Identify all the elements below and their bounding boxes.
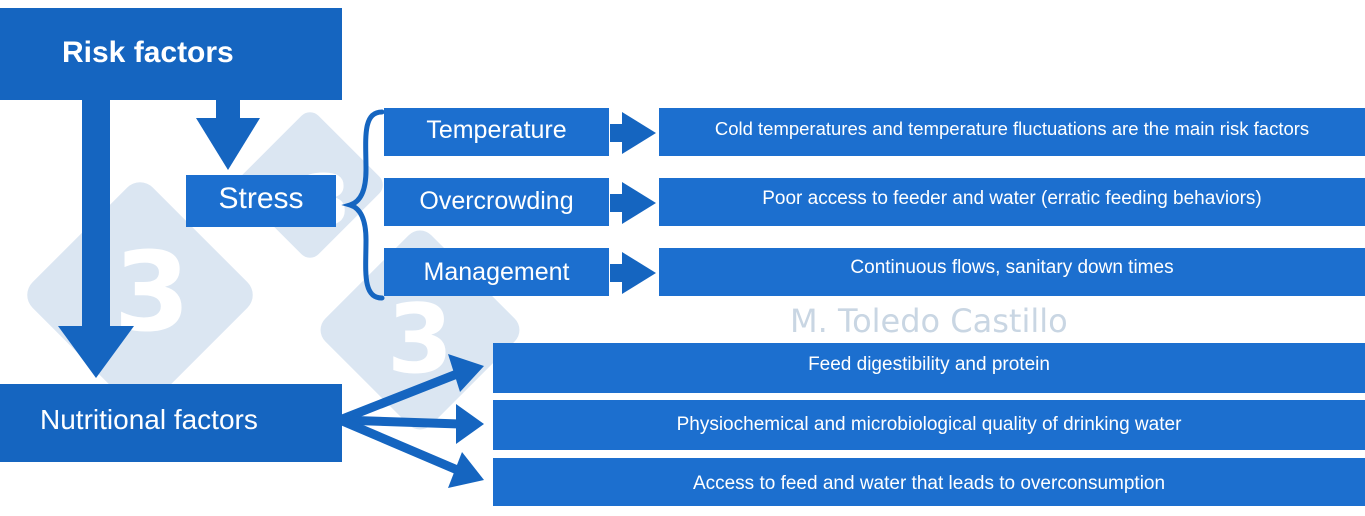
- arrow-temperature: [610, 112, 656, 154]
- arrow-risk-to-nutritional: [58, 98, 134, 378]
- stress-detail-overcrowding: Poor access to feeder and water (erratic…: [659, 178, 1365, 226]
- stress-factor-management: Management: [384, 248, 609, 296]
- stress-brace: [341, 109, 385, 301]
- stress-factor-overcrowding: Overcrowding: [384, 178, 609, 226]
- risk-factors-box: Risk factors: [0, 8, 342, 100]
- arrows-nutritional-fan: [338, 354, 484, 488]
- nutritional-factors-box: Nutritional factors: [0, 384, 342, 462]
- watermark-author: M. Toledo Castillo: [790, 302, 1068, 340]
- arrow-overcrowding: [610, 182, 656, 224]
- nutritional-detail-text: Physiochemical and microbiological quali…: [676, 414, 1182, 435]
- stress-box: Stress: [186, 175, 336, 227]
- stress-detail-text: Poor access to feeder and water (erratic…: [762, 188, 1262, 209]
- stress-detail-text: Cold temperatures and temperature fluctu…: [714, 118, 1310, 139]
- nutritional-detail-feed: Feed digestibility and protein: [493, 343, 1365, 393]
- stress-detail-management: Continuous flows, sanitary down times: [659, 248, 1365, 296]
- stress-detail-text: Continuous flows, sanitary down times: [850, 257, 1174, 278]
- stress-label: Stress: [218, 182, 304, 215]
- stress-factor-label: Overcrowding: [419, 186, 574, 215]
- risk-factors-label: Risk factors: [62, 36, 234, 69]
- stress-detail-temperature: Cold temperatures and temperature fluctu…: [659, 108, 1365, 156]
- arrow-risk-to-stress: [196, 98, 260, 170]
- nutritional-detail-access: Access to feed and water that leads to o…: [493, 458, 1365, 506]
- nutritional-detail-text: Access to feed and water that leads to o…: [692, 473, 1166, 494]
- arrow-management: [610, 252, 656, 294]
- stress-factor-temperature: Temperature: [384, 108, 609, 156]
- stress-factor-label: Management: [423, 257, 570, 286]
- nutritional-factors-label: Nutritional factors: [40, 404, 258, 435]
- nutritional-detail-text: Feed digestibility and protein: [808, 354, 1050, 375]
- stress-factor-label: Temperature: [426, 115, 567, 144]
- nutritional-detail-water: Physiochemical and microbiological quali…: [493, 400, 1365, 450]
